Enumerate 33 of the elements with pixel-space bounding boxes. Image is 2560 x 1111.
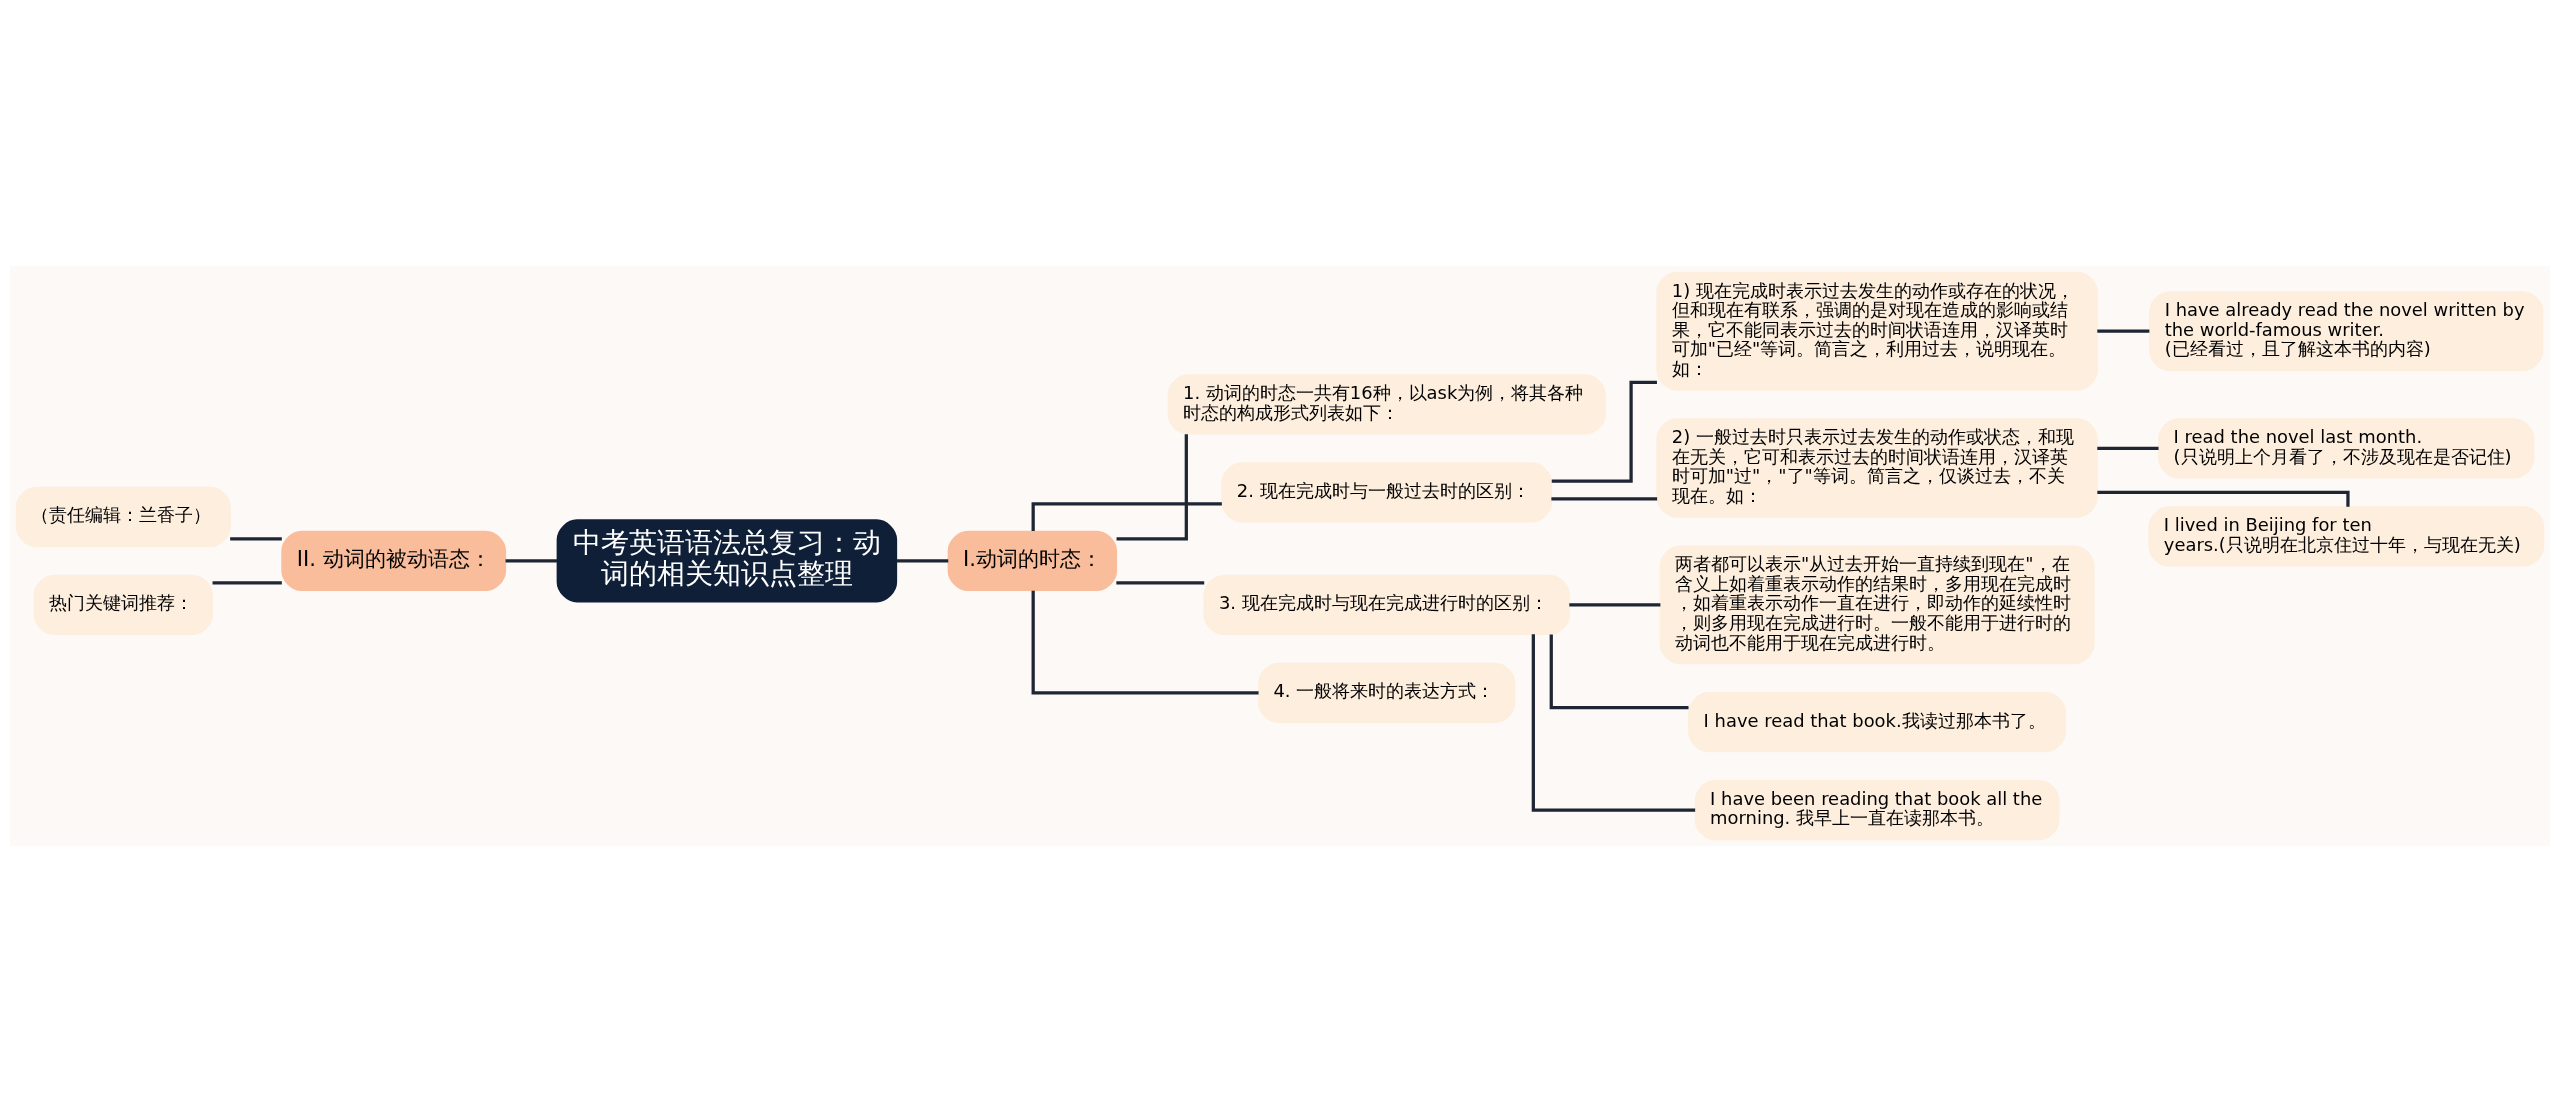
connector	[2097, 329, 2150, 333]
node-box: （责任编辑：兰香子）	[15, 486, 231, 547]
node-box: II. 动词的被动语态：	[281, 530, 507, 591]
connector	[1116, 433, 1188, 540]
node-box: 2) 一般过去时只表示过去发生的动作或状态，和现在无关，它可和表示过去的时间状语连用，汉译英时可加"过"，"了"等词。简言之，仅谈过去，不关现在。如：	[1656, 417, 2098, 518]
node-box: 2. 现在完成时与一般过去时的区别：	[1221, 461, 1553, 523]
connector	[896, 558, 949, 562]
connector	[212, 580, 282, 584]
connector	[1116, 580, 1205, 584]
node-box: 1) 现在完成时表示过去发生的动作或存在的状况，但和现在有联系，强调的是对现在造成的影响或结果，它不能同表示过去的时间状语连用，汉译英时可加"已经"等词。简言之，利用过去，说明现在。如：	[1656, 271, 2098, 391]
node-box: 中考英语语法总复习：动词的相关知识点整理	[556, 518, 898, 602]
connector	[505, 558, 558, 562]
node-box: I have been reading that book all the morning. 我早上一直在读那本书。	[1694, 779, 2060, 840]
connector	[1031, 501, 1222, 531]
node-box: I.动词的时态：	[947, 530, 1118, 591]
node-box: 3. 现在完成时与现在完成进行时的区别：	[1203, 574, 1570, 635]
connector	[1549, 634, 1689, 709]
connector	[2097, 490, 2350, 507]
node-box: I have already read the novel written by the world-famous writer. (已经看过，且了解这本书的内容)	[2149, 290, 2544, 371]
connector	[1031, 590, 1259, 694]
connector	[1569, 602, 1661, 606]
node-box: 两者都可以表示"从过去开始一直持续到现在"，在含义上如着重表示动作的结果时，多用现在完成时，如着重表示动作一直在进行，即动作的延续性时，则多用现在完成进行时。一般不能用于进行时的动词也不能用于现在完成进行时。	[1659, 544, 2095, 664]
connector	[230, 536, 282, 540]
node-box: I read the novel last month. (只说明上个月看了，不涉及现在是否记住)	[2158, 417, 2535, 479]
node-box: 1. 动词的时态一共有16种，以ask为例，将其各种时态的构成形式列表如下：	[1167, 373, 1606, 435]
node-box: I have read that book.我读过那本书了。	[1688, 691, 2067, 752]
connector	[1551, 380, 1657, 483]
node-box: 热门关键词推荐：	[33, 574, 213, 635]
node-box: 4. 一般将来时的表达方式：	[1258, 662, 1516, 723]
node-box: I lived in Beijing for ten years.(只说明在北京住过十年，与现在无关)	[2148, 505, 2545, 567]
connector	[2097, 446, 2159, 450]
connector	[1551, 496, 1658, 501]
connector	[1531, 633, 1696, 812]
